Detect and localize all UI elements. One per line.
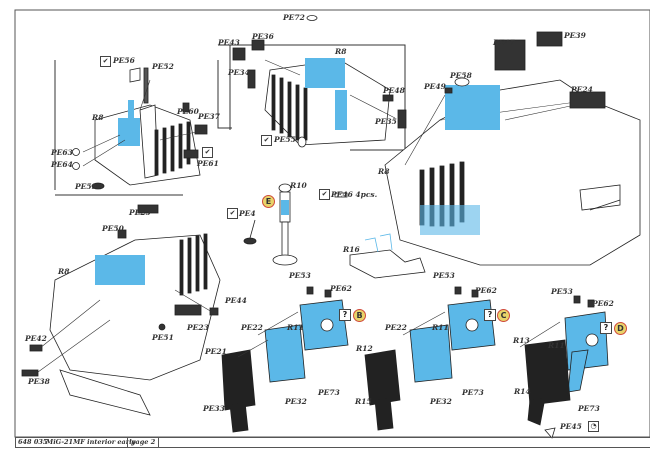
control-stick [243, 183, 298, 266]
part-label: PE34 [228, 68, 250, 77]
part-label: PE62 [330, 284, 352, 293]
part-label: PE37 [198, 112, 220, 121]
cockpit-detail-middle [232, 15, 407, 148]
instrument-panel-b [221, 286, 349, 433]
step-marker-d: D [614, 322, 627, 335]
part-label: PE25 [129, 208, 151, 217]
part-label: PE52 [152, 62, 174, 71]
part-label: R11 [548, 341, 565, 350]
part-label: R13 [513, 336, 530, 345]
part-label: PE49 [424, 82, 446, 91]
part-label: R15 [355, 397, 372, 406]
cockpit-detail-left [72, 67, 208, 190]
part-label: PE62 [592, 299, 614, 308]
part-label: R8 [335, 47, 347, 56]
rudder-pedals [334, 192, 426, 279]
instrument-panel-d [524, 295, 609, 439]
part-label: PE62 [475, 286, 497, 295]
part-label: PE36 [252, 32, 274, 41]
part-label: PE4 [239, 209, 256, 218]
part-label: PE42 [25, 334, 47, 343]
part-label: PE45 [560, 422, 582, 431]
check-icon: ✔ [100, 56, 111, 67]
part-label: PE60 [177, 107, 199, 116]
footer-bar: 648 035 MiG-21MF interior early page 2 [15, 437, 650, 448]
part-label: PE58 [450, 71, 472, 80]
part-label: R11 [432, 323, 449, 332]
check-icon: ✔ [319, 189, 330, 200]
step-marker-e: E [262, 195, 275, 208]
part-label: R14 [514, 387, 531, 396]
question-icon: ? [484, 309, 496, 321]
step-marker-c: C [497, 309, 510, 322]
part-label: PE73 [462, 388, 484, 397]
part-label: PE61 [197, 159, 219, 168]
part-label: PE50 [102, 224, 124, 233]
part-label: PE22 [241, 323, 263, 332]
part-label: PE44 [225, 296, 247, 305]
part-label: PE64 [51, 160, 73, 169]
part-label: R8 [92, 113, 104, 122]
instrument-panel-c [364, 286, 496, 431]
part-label: PE32 [430, 397, 452, 406]
part-label: PE38 [28, 377, 50, 386]
part-label: R12 [356, 344, 373, 353]
step-marker-b: B [353, 309, 366, 322]
part-label: PE55 [274, 135, 296, 144]
check-icon: ✔ [227, 208, 238, 219]
part-label: PE72 [283, 13, 305, 22]
question-icon: ? [600, 322, 612, 334]
bend-icon: ◔ [588, 421, 599, 432]
part-label: PE32 [285, 397, 307, 406]
part-label: PE22 [385, 323, 407, 332]
part-label: PE56 [113, 56, 135, 65]
question-icon: ? [339, 309, 351, 321]
part-label: PE35 [375, 117, 397, 126]
part-label: PE63 [51, 148, 73, 157]
part-label: PE39 [564, 31, 586, 40]
part-label: PE53 [551, 287, 573, 296]
fuselage-cockpit-right [384, 31, 641, 266]
part-label: PE43 [218, 38, 240, 47]
part-label: R10 [290, 181, 307, 190]
check-icon: ✔ [261, 135, 272, 146]
part-label: PE46 4pcs. [331, 190, 378, 199]
part-label: R11 [287, 323, 304, 332]
page-number: page 2 [127, 438, 160, 447]
part-label: R8 [378, 167, 390, 176]
part-label: PE53 [289, 271, 311, 280]
document-title: MiG-21MF interior early [46, 438, 136, 446]
kit-number: 648 035 [18, 438, 48, 446]
part-label: PE73 [578, 404, 600, 413]
leader-lines [37, 59, 576, 373]
part-label: PE21 [205, 347, 227, 356]
part-label: PE53 [433, 271, 455, 280]
check-icon: ✔ [202, 147, 213, 158]
part-label: PE59 [75, 182, 97, 191]
part-label: PE23 [187, 323, 209, 332]
fuselage-cockpit-left [21, 204, 221, 416]
part-label: R8 [58, 267, 70, 276]
part-label: R16 [343, 245, 360, 254]
part-label: PE73 [318, 388, 340, 397]
part-label: PE48 [383, 86, 405, 95]
part-label: PE33 [203, 404, 225, 413]
part-label: PE51 [152, 333, 174, 342]
part-label: PE24 [571, 85, 593, 94]
part-label: PE47 [493, 38, 515, 47]
